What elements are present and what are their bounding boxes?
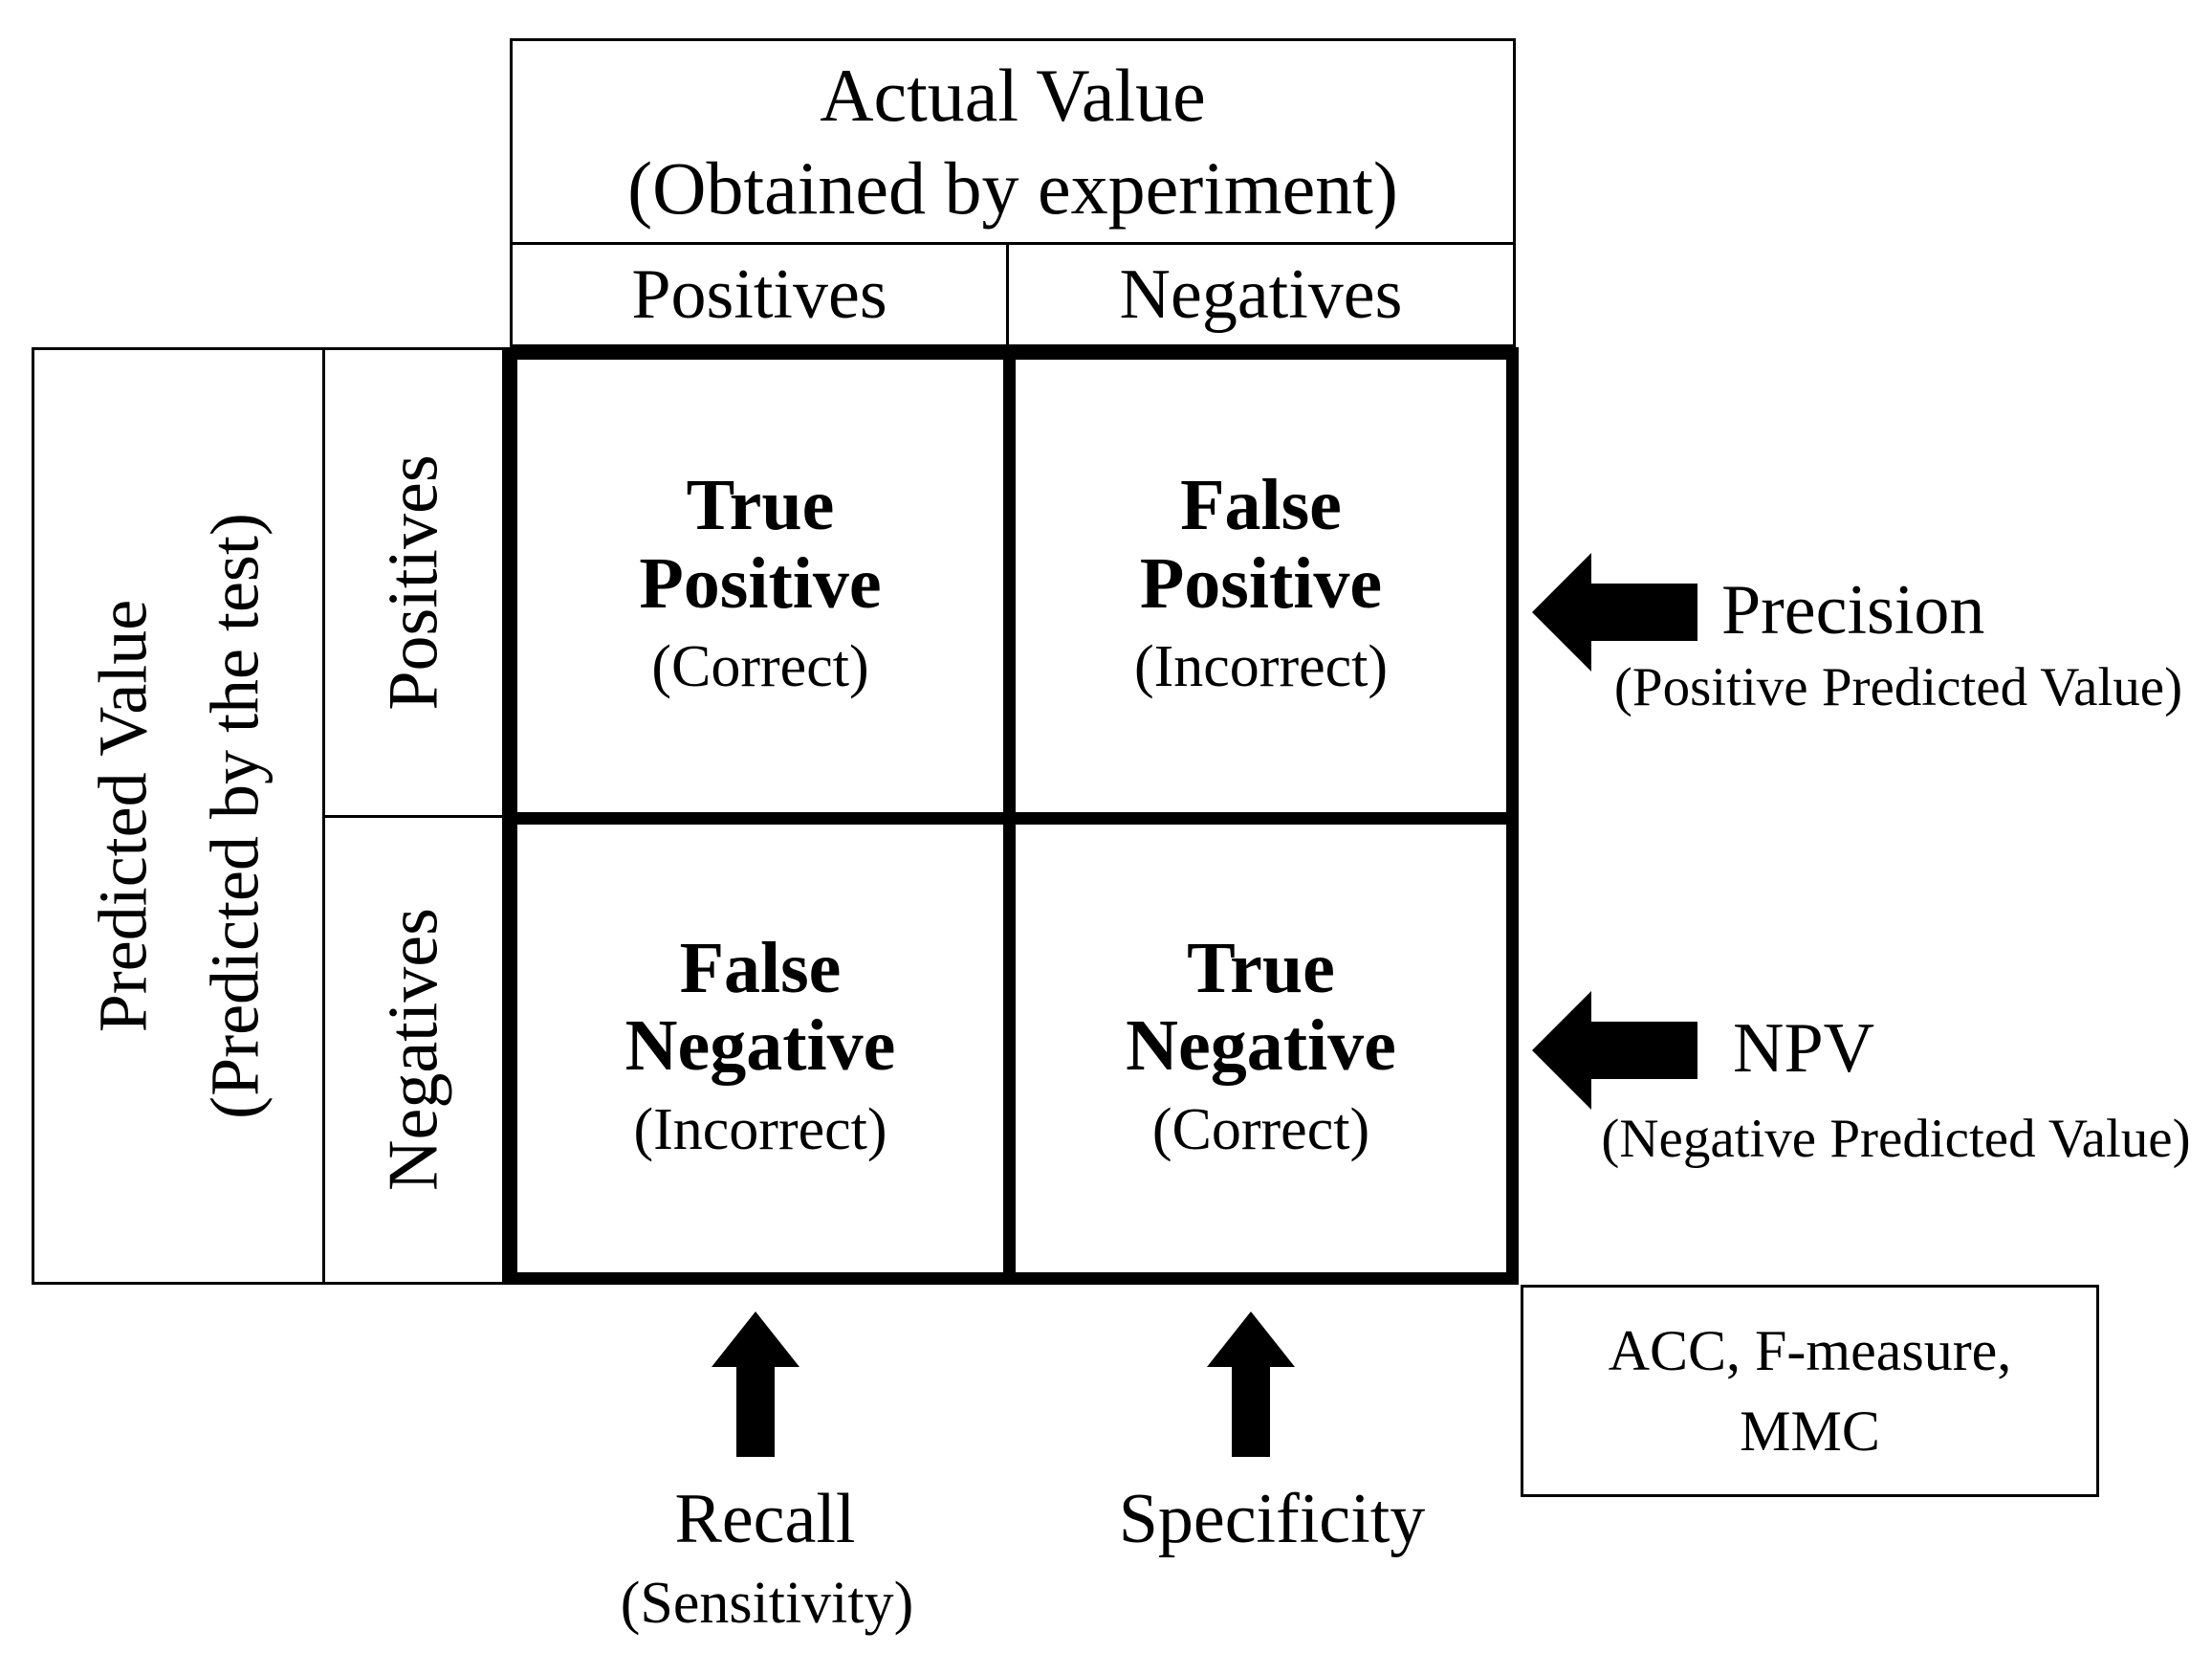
cell-title: True Positive — [639, 467, 881, 623]
precision-label: Precision — [1721, 571, 1985, 650]
cell-title-line1: True — [686, 465, 835, 546]
cell-title: True Negative — [1126, 927, 1396, 1087]
predicted-value-rows: Positives Negatives — [325, 350, 502, 1282]
cell-title-line2: Negative — [624, 1005, 896, 1087]
predicted-negatives-label: Negatives — [374, 908, 452, 1192]
cell-title: False Positive — [1140, 467, 1382, 623]
overall-metrics-line1: ACC, F-measure, — [1608, 1319, 2012, 1382]
actual-positives-header: Positives — [513, 245, 1009, 344]
actual-value-columns: Positives Negatives — [513, 245, 1513, 344]
recall-subtitle: (Sensitivity) — [620, 1571, 914, 1636]
npv-subtitle: (Negative Predicted Value) — [1601, 1109, 2191, 1169]
predicted-positives-label: Positives — [374, 454, 452, 711]
predicted-value-title-line2: (Predicted by the test) — [195, 513, 273, 1119]
arrow-up-icon — [708, 1311, 803, 1457]
cell-title-line2: Positive — [639, 542, 882, 624]
npv-label: NPV — [1733, 1009, 1875, 1088]
actual-value-title: Actual Value (Obtained by experiment) — [513, 41, 1513, 245]
actual-value-header: Actual Value (Obtained by experiment) Po… — [510, 38, 1516, 347]
cell-true-negative: True Negative (Correct) — [1016, 825, 1506, 1272]
predicted-value-title: Predicted Value (Predicted by the test) — [67, 513, 290, 1119]
overall-metrics-box: ACC, F-measure, MMC — [1521, 1285, 2099, 1497]
precision-subtitle: (Positive Predicted Value) — [1613, 657, 2183, 717]
predicted-positives-header: Positives — [325, 350, 502, 818]
actual-value-title-line1: Actual Value — [820, 53, 1206, 137]
cell-title-line2: Negative — [1126, 1005, 1396, 1087]
cell-note: (Correct) — [651, 634, 869, 700]
arrow-left-icon — [1532, 545, 1697, 679]
arrow-up-icon — [1203, 1311, 1299, 1457]
matrix-grid: True Positive (Correct) False Positive (… — [505, 347, 1519, 1285]
predicted-negatives-header: Negatives — [325, 818, 502, 1283]
specificity-label: Specificity — [1118, 1480, 1426, 1558]
overall-metrics-line2: MMC — [1740, 1400, 1880, 1463]
grid-horizontal-divider — [517, 812, 1506, 825]
cell-title-line1: False — [679, 927, 842, 1008]
cell-false-positive: False Positive (Incorrect) — [1016, 360, 1506, 812]
actual-value-title-line2: (Obtained by experiment) — [627, 146, 1398, 230]
cell-title-line1: False — [1180, 465, 1342, 546]
predicted-value-header: Predicted Value (Predicted by the test) … — [32, 347, 505, 1285]
cell-title: False Negative — [624, 927, 896, 1087]
cell-note: (Correct) — [1151, 1096, 1370, 1162]
cell-false-negative: False Negative (Incorrect) — [517, 825, 1003, 1272]
predicted-value-title-cell: Predicted Value (Predicted by the test) — [34, 350, 325, 1282]
actual-negatives-header: Negatives — [1119, 254, 1403, 334]
cell-title-line2: Positive — [1139, 542, 1383, 624]
arrow-left-icon — [1532, 983, 1697, 1117]
cell-true-positive: True Positive (Correct) — [517, 360, 1003, 812]
cell-note: (Incorrect) — [633, 1096, 887, 1162]
cell-note: (Incorrect) — [1133, 634, 1388, 700]
recall-label: Recall — [674, 1480, 856, 1558]
predicted-value-title-line1: Predicted Value — [83, 599, 161, 1033]
cell-title-line1: True — [1187, 927, 1335, 1008]
